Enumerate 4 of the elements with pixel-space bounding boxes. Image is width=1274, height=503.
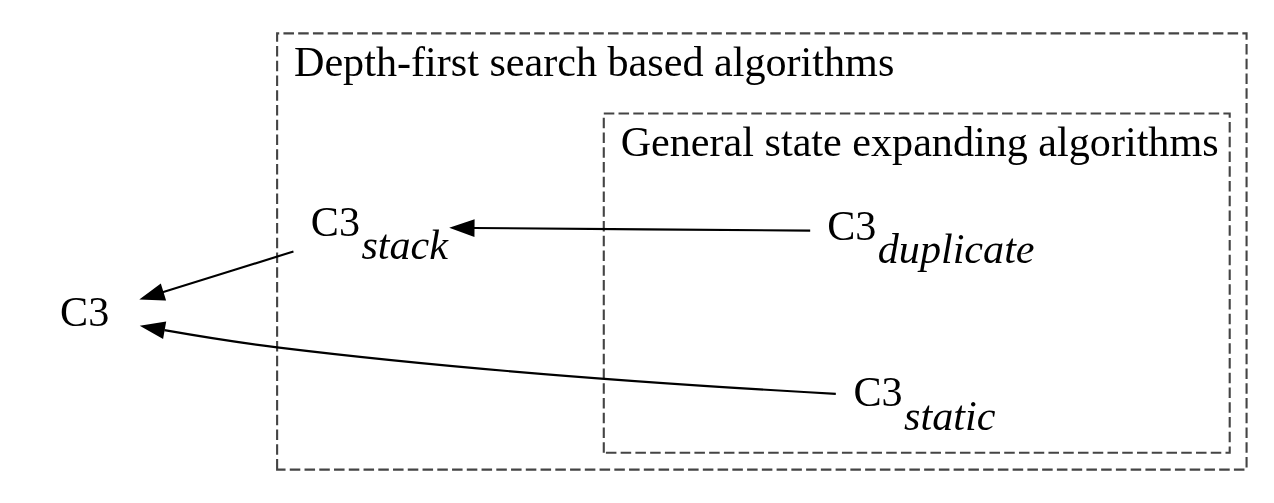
node-text: C3 [59, 288, 109, 336]
arrow [448, 219, 810, 237]
arrow [139, 321, 836, 395]
arrow [138, 250, 294, 301]
